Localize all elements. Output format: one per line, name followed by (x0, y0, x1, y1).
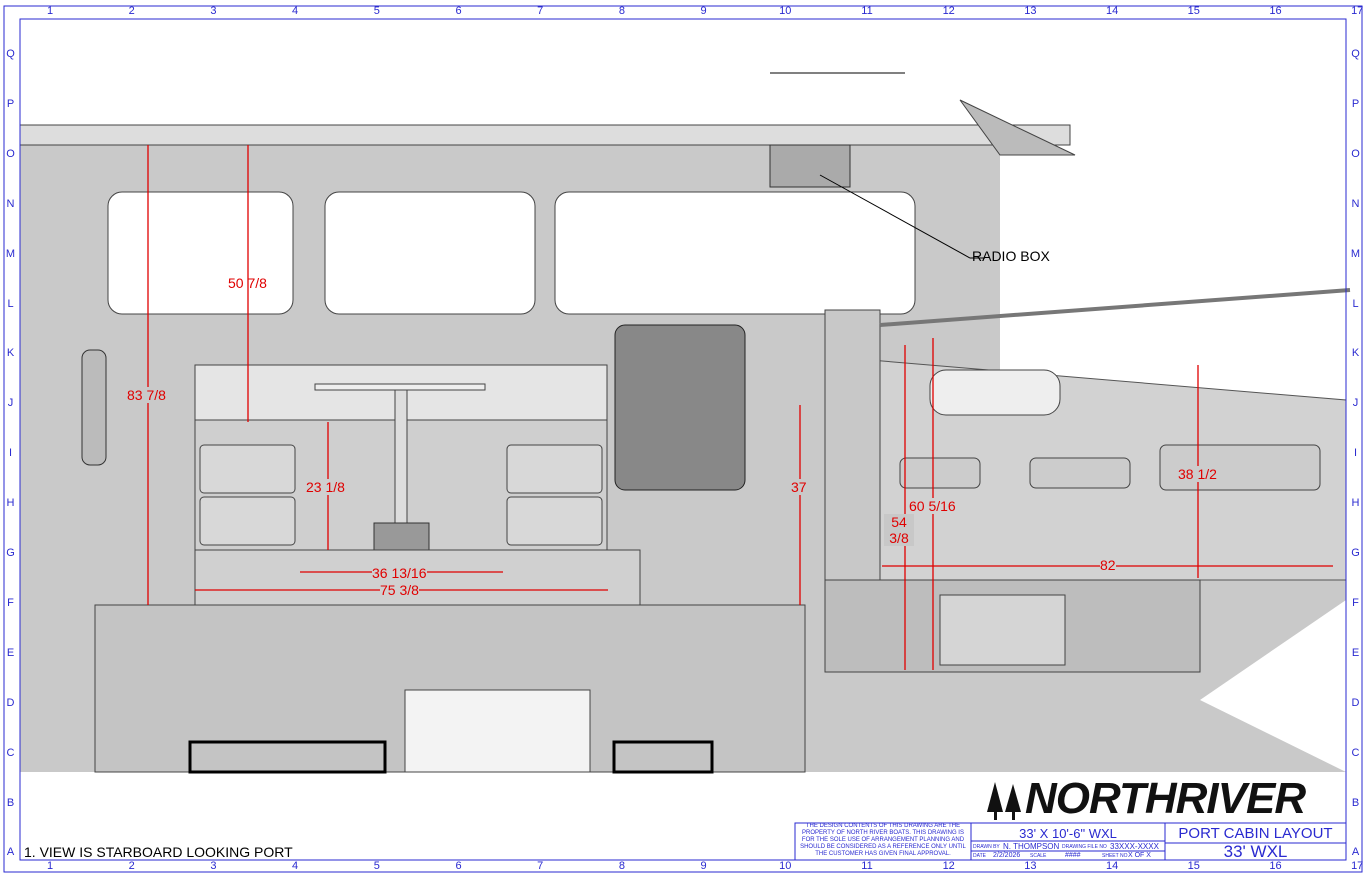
grid-row-label: M (5, 247, 16, 260)
grid-column-label: 10 (779, 860, 792, 872)
northriver-logo: NORTHRIVER (985, 774, 1347, 823)
dimension-label: 83 7/8 (127, 387, 166, 403)
file-no: 33XXX-XXXX (1110, 842, 1159, 851)
file-no-label: DRAWING FILE NO (1062, 844, 1107, 850)
grid-row-label: Q (6, 48, 15, 60)
grid-row-label: D (1351, 696, 1360, 709)
grid-column-label: 2 (128, 860, 135, 872)
grid-row-label: J (7, 397, 14, 410)
drawn-by-label: DRAWN BY (973, 844, 1000, 850)
grid-column-label: 14 (1105, 5, 1119, 17)
drawing-subtitle: 33' WXL (1223, 842, 1288, 861)
grid-row-label: N (1351, 197, 1360, 210)
disclaimer: THE DESIGN CONTENTS OF THIS DRAWING ARE … (800, 823, 966, 857)
grid-column-label: 2 (128, 5, 135, 17)
scale-label: SCALE (1030, 853, 1047, 859)
grid-row-label: N (6, 197, 15, 210)
date-label: DATE (973, 853, 986, 859)
dimension-label: 38 1/2 (1178, 466, 1217, 482)
grid-row-label: C (1351, 746, 1360, 759)
grid-row-label: G (6, 547, 15, 559)
grid-row-label: B (6, 796, 15, 809)
grid-column-label: 1 (46, 5, 54, 17)
dimension-label: 50 7/8 (228, 275, 267, 291)
grid-row-label: Q (1351, 48, 1360, 60)
grid-column-label: 16 (1269, 5, 1282, 17)
grid-row-label: C (6, 746, 15, 759)
grid-column-label: 15 (1187, 860, 1200, 872)
grid-column-label: 8 (618, 5, 625, 17)
grid-column-label: 17 (1351, 5, 1364, 17)
grid-row-label: A (6, 846, 15, 859)
grid-row-label: F (7, 596, 14, 609)
grid-row-label: O (1351, 147, 1360, 160)
grid-column-label: 13 (1024, 860, 1037, 872)
grid-column-label: 17 (1351, 860, 1364, 872)
grid-column-label: 11 (861, 5, 873, 17)
grid-column-label: 14 (1105, 860, 1119, 872)
grid-column-label: 3 (210, 860, 217, 872)
date: 2/2/2026 (993, 852, 1021, 859)
grid-column-label: 4 (292, 860, 299, 872)
dimension-label: 36 13/16 (372, 565, 427, 581)
grid-column-label: 13 (1024, 5, 1037, 17)
radio-box-callout: RADIO BOX (972, 248, 1050, 264)
drawn-by: N. THOMPSON (1003, 842, 1060, 851)
grid-row-label: K (1351, 347, 1360, 360)
grid-column-label: 4 (292, 5, 299, 17)
grid-column-label: 16 (1269, 860, 1282, 872)
sheet-no: X OF X (1128, 852, 1151, 859)
grid-row-label: A (1351, 846, 1360, 859)
grid-column-label: 8 (618, 860, 625, 872)
grid-row-label: O (6, 147, 15, 160)
grid-column-label: 11 (861, 860, 873, 872)
grid-row-label: G (1351, 547, 1360, 559)
grid-row-label: B (1351, 796, 1360, 809)
grid-column-label: 5 (373, 5, 380, 17)
grid-column-label: 6 (455, 860, 462, 872)
grid-row-label: P (6, 97, 15, 110)
grid-row-label: P (1351, 97, 1360, 110)
grid-column-label: 7 (537, 860, 544, 872)
grid-column-label: 9 (700, 5, 707, 17)
grid-row-label: I (8, 447, 13, 460)
sheet-label: SHEET NO (1102, 853, 1128, 859)
grid-row-label: I (1353, 447, 1358, 460)
grid-row-label: H (1351, 497, 1360, 510)
grid-row-label: E (6, 646, 15, 659)
grid-column-label: 5 (373, 860, 380, 872)
dimension-label: 54 3/8 (884, 514, 914, 546)
grid-row-label: M (1350, 247, 1361, 260)
grid-column-label: 10 (779, 5, 792, 17)
scale: #### (1065, 852, 1081, 859)
grid-row-label: E (1351, 646, 1360, 659)
dimension-label: 82 (1100, 557, 1116, 573)
grid-column-label: 7 (537, 5, 544, 17)
grid-column-label: 12 (942, 860, 955, 872)
dimension-label: 75 3/8 (380, 582, 419, 598)
sheet-border (3, 5, 1363, 873)
drawing-title: PORT CABIN LAYOUT (1178, 825, 1333, 842)
dimension-label: 37 (791, 479, 807, 495)
view-note: 1. VIEW IS STARBOARD LOOKING PORT (24, 844, 293, 860)
dimension-label: 60 5/16 (909, 498, 956, 514)
grid-column-label: 6 (455, 5, 462, 17)
grid-row-label: J (1352, 397, 1359, 410)
grid-column-label: 1 (46, 860, 54, 872)
grid-column-label: 15 (1187, 5, 1200, 17)
tree-icon (987, 782, 1021, 820)
model-label: 33' X 10'-6" WXL (1019, 826, 1117, 841)
grid-row-label: L (1352, 297, 1359, 310)
grid-row-label: H (6, 497, 15, 510)
grid-row-label: D (6, 696, 15, 709)
grid-row-label: K (6, 347, 15, 360)
dimension-label: 23 1/8 (306, 479, 345, 495)
grid-column-label: 12 (942, 5, 955, 17)
grid-column-label: 3 (210, 5, 217, 17)
grid-row-label: F (1352, 596, 1359, 609)
grid-column-label: 9 (700, 860, 707, 872)
grid-row-label: L (7, 297, 14, 310)
